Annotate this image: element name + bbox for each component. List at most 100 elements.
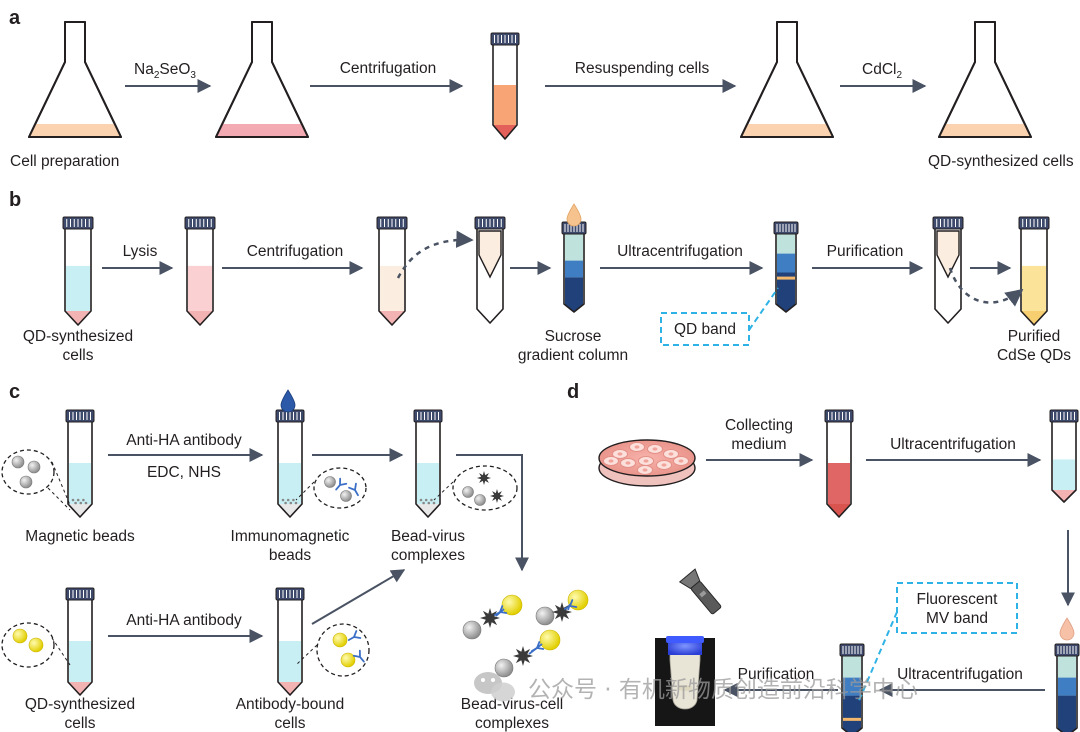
tube-mv-band xyxy=(839,643,865,732)
panel-label-d: d xyxy=(567,381,579,403)
caption-purified-line2: CdSe QDs xyxy=(997,347,1071,364)
watermark-text: 公众号 · 有机新物质创造前沿科学中心 xyxy=(528,677,918,703)
tube-bead-virus xyxy=(413,409,443,518)
complex-virus-3 xyxy=(513,646,533,666)
panel-label-a: a xyxy=(9,7,21,29)
tube-magnetic-beads xyxy=(65,409,95,518)
complex-bead-2 xyxy=(535,606,555,626)
step-label-purification-d: Purification xyxy=(738,666,815,683)
tube-sucrose-gradient xyxy=(561,221,587,313)
caption-qd-cells-b-line2: cells xyxy=(62,347,93,364)
panel-d: Collecting medium Ultracentrifugation Ul… xyxy=(598,409,1080,732)
complex-bead-3 xyxy=(494,658,514,678)
step-label-centrifugation-a: Centrifugation xyxy=(340,60,437,77)
wechat-icon xyxy=(474,672,515,702)
droplet-peach-icon-d xyxy=(1059,617,1075,641)
inset-immunomagnetic-beads xyxy=(313,467,367,509)
bead-virus-cell-complex xyxy=(494,629,561,678)
caption-bead-virus-line2: complexes xyxy=(391,547,465,564)
caption-final-complex-line1: Bead-virus-cell xyxy=(461,696,564,713)
inset-bead-virus xyxy=(452,465,518,511)
callout-mv-band: MV band xyxy=(926,610,988,627)
panel-a: Na2SeO3 Centrifugation Resuspending cell… xyxy=(10,21,1074,170)
step-label-ultracentrifugation-d2: Ultracentrifugation xyxy=(897,666,1023,683)
panel-label-b: b xyxy=(9,189,21,211)
step-label-ultracentrifugation-b: Ultracentrifugation xyxy=(617,243,743,260)
caption-bead-virus-line1: Bead-virus xyxy=(391,528,465,545)
immuno-bead-1 xyxy=(324,476,336,488)
step-label-lysis: Lysis xyxy=(123,243,158,260)
arrow-c5 xyxy=(311,569,406,625)
complex-bead-1 xyxy=(462,620,482,640)
panel-b-arrows xyxy=(102,230,1024,307)
step-label-collecting-line1: Collecting xyxy=(725,417,793,434)
inset-antibody-cells xyxy=(316,623,370,677)
antibody-3 xyxy=(347,630,362,641)
caption-qd-cells-b-line1: QD-synthesized xyxy=(23,328,133,345)
callout-line-mv-band xyxy=(857,611,898,704)
ab-qd-1 xyxy=(332,632,348,648)
step-label-collecting-line2: medium xyxy=(731,436,786,453)
antibody-4 xyxy=(352,649,365,663)
step-label-purification-b: Purification xyxy=(827,243,904,260)
dashed-transfer-arrow-2 xyxy=(948,267,1024,307)
virus-2 xyxy=(490,489,504,503)
antibody-1 xyxy=(335,477,348,491)
caption-immuno-line2: beads xyxy=(269,547,311,564)
caption-qd-synthesized-cells-a: QD-synthesized cells xyxy=(928,153,1074,170)
tube-ultracentrifuged-b xyxy=(773,221,799,313)
step-label-ultracentrifugation-d1: Ultracentrifugation xyxy=(890,436,1016,453)
tube-qd-cells-c xyxy=(65,587,95,696)
step-label-na2seo3: Na2SeO3 xyxy=(134,61,196,81)
complex-qd-1 xyxy=(501,594,523,616)
panel-c-arrows xyxy=(108,448,529,643)
caption-cell-preparation: Cell preparation xyxy=(10,153,119,170)
complex-qd-2 xyxy=(567,589,589,611)
callout-fluorescent: Fluorescent xyxy=(917,591,999,608)
inset-magnetic-beads xyxy=(1,449,55,495)
tube-purified-qds xyxy=(1018,216,1050,326)
antibody-2 xyxy=(348,482,359,497)
caption-sucrose-line1: Sucrose xyxy=(545,328,602,345)
caption-sucrose-line2: gradient column xyxy=(518,347,628,364)
watermark: 公众号 · 有机新物质创造前沿科学中心 xyxy=(474,672,918,703)
tube-filter-2 xyxy=(932,216,964,324)
step-label-resuspending: Resuspending cells xyxy=(575,60,710,77)
bead-virus-cell-complex xyxy=(535,589,589,626)
complex-virus-1 xyxy=(480,608,500,628)
tube-immunomagnetic xyxy=(275,409,305,518)
caption-purified-line1: Purified xyxy=(1008,328,1061,345)
dashed-transfer-arrow-1 xyxy=(396,230,474,279)
bead-virus-cell-complex xyxy=(462,594,523,640)
bead-2 xyxy=(27,460,41,474)
tube-collected-medium xyxy=(824,409,854,518)
tube-lysate xyxy=(184,216,216,326)
panel-c: Anti-HA antibody EDC, NHS Anti-HA antibo… xyxy=(1,389,589,732)
inset-qd-cells xyxy=(1,622,55,668)
step-label-cdcl2: CdCl2 xyxy=(862,61,902,81)
complex-qd-3 xyxy=(539,629,561,651)
callout-line-qd-band xyxy=(748,287,779,331)
flask-na2seo3 xyxy=(215,21,309,138)
flask-cell-preparation xyxy=(28,21,122,138)
caption-qd-cells-c-line2: cells xyxy=(64,715,95,732)
bv-bead-2 xyxy=(474,494,486,506)
bv-bead-1 xyxy=(462,486,474,498)
tube-qd-cells-b xyxy=(62,216,94,326)
tube-filter-1 xyxy=(474,216,506,324)
callout-qd-band: QD band xyxy=(674,321,736,338)
tube-centrifugation-a xyxy=(490,32,520,140)
flask-resuspended xyxy=(740,21,834,138)
qd-cell-1 xyxy=(12,628,28,644)
caption-antibody-cells-line2: cells xyxy=(274,715,305,732)
ab-qd-2 xyxy=(340,652,356,668)
caption-qd-cells-c-line1: QD-synthesized xyxy=(25,696,135,713)
step-label-edc-nhs: EDC, NHS xyxy=(147,464,221,481)
caption-final-complex-line2: complexes xyxy=(475,715,549,732)
droplet-peach-icon xyxy=(566,203,582,227)
virus-1 xyxy=(477,471,491,485)
step-label-centrifugation-b: Centrifugation xyxy=(247,243,344,260)
caption-magnetic-beads: Magnetic beads xyxy=(25,528,135,545)
petri-dish-icon xyxy=(598,439,696,487)
